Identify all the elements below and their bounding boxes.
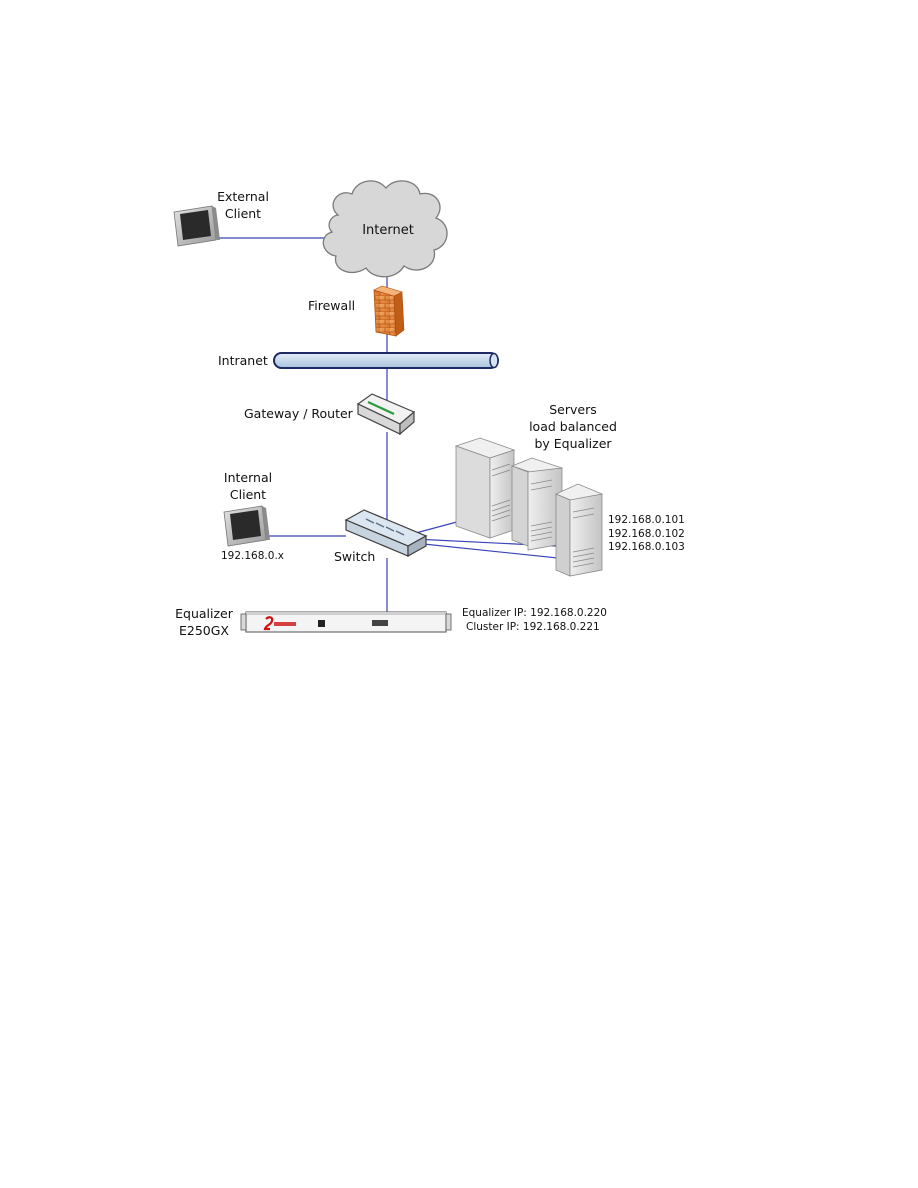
- internal-client-label-line1: Internal: [223, 470, 273, 485]
- server-ip-3: 192.168.0.103: [608, 541, 685, 553]
- internal-client-monitor-icon: [223, 505, 270, 547]
- equalizer-ip-info: Equalizer IP: 192.168.0.220 Cluster IP: …: [462, 607, 607, 634]
- firewall-icon: [373, 285, 405, 337]
- internal-client-label: Internal Client: [213, 469, 283, 503]
- external-client-label-line2: Client: [224, 206, 262, 221]
- external-client-monitor-icon: [173, 205, 220, 247]
- equalizer-label: Equalizer E250GX: [164, 605, 244, 639]
- servers-label-line3: by Equalizer: [534, 436, 612, 451]
- internet-label: Internet: [362, 223, 414, 238]
- cluster-ip: Cluster IP: 192.168.0.221: [466, 620, 600, 633]
- firewall-label: Firewall: [308, 298, 356, 313]
- servers-label-line2: load balanced: [529, 419, 617, 434]
- router-icon: [356, 393, 416, 436]
- server-ip-1: 192.168.0.101: [608, 514, 685, 526]
- external-client-label-line1: External: [217, 189, 269, 204]
- gateway-router-label: Gateway / Router: [244, 406, 353, 421]
- server-tower-icon: [454, 437, 604, 577]
- intranet-bus-icon: [273, 352, 499, 369]
- switch-icon: [344, 509, 428, 558]
- internal-client-ip: 192.168.0.x: [221, 550, 284, 562]
- servers-label-line1: Servers: [549, 402, 597, 417]
- server-ip-2: 192.168.0.102: [608, 527, 685, 540]
- rack-appliance-icon: [240, 611, 452, 633]
- internal-client-label-line2: Client: [229, 487, 267, 502]
- external-client-label: External Client: [208, 188, 278, 222]
- internet-cloud-icon: [322, 180, 448, 278]
- servers-label: Servers load balanced by Equalizer: [520, 401, 626, 452]
- equalizer-label-line2: E250GX: [178, 623, 229, 638]
- equalizer-label-line1: Equalizer: [175, 606, 233, 621]
- intranet-label: Intranet: [218, 353, 268, 368]
- server-ip-list: 192.168.0.101 192.168.0.102 192.168.0.10…: [608, 514, 685, 555]
- switch-label: Switch: [334, 549, 376, 564]
- equalizer-ip: Equalizer IP: 192.168.0.220: [462, 607, 607, 619]
